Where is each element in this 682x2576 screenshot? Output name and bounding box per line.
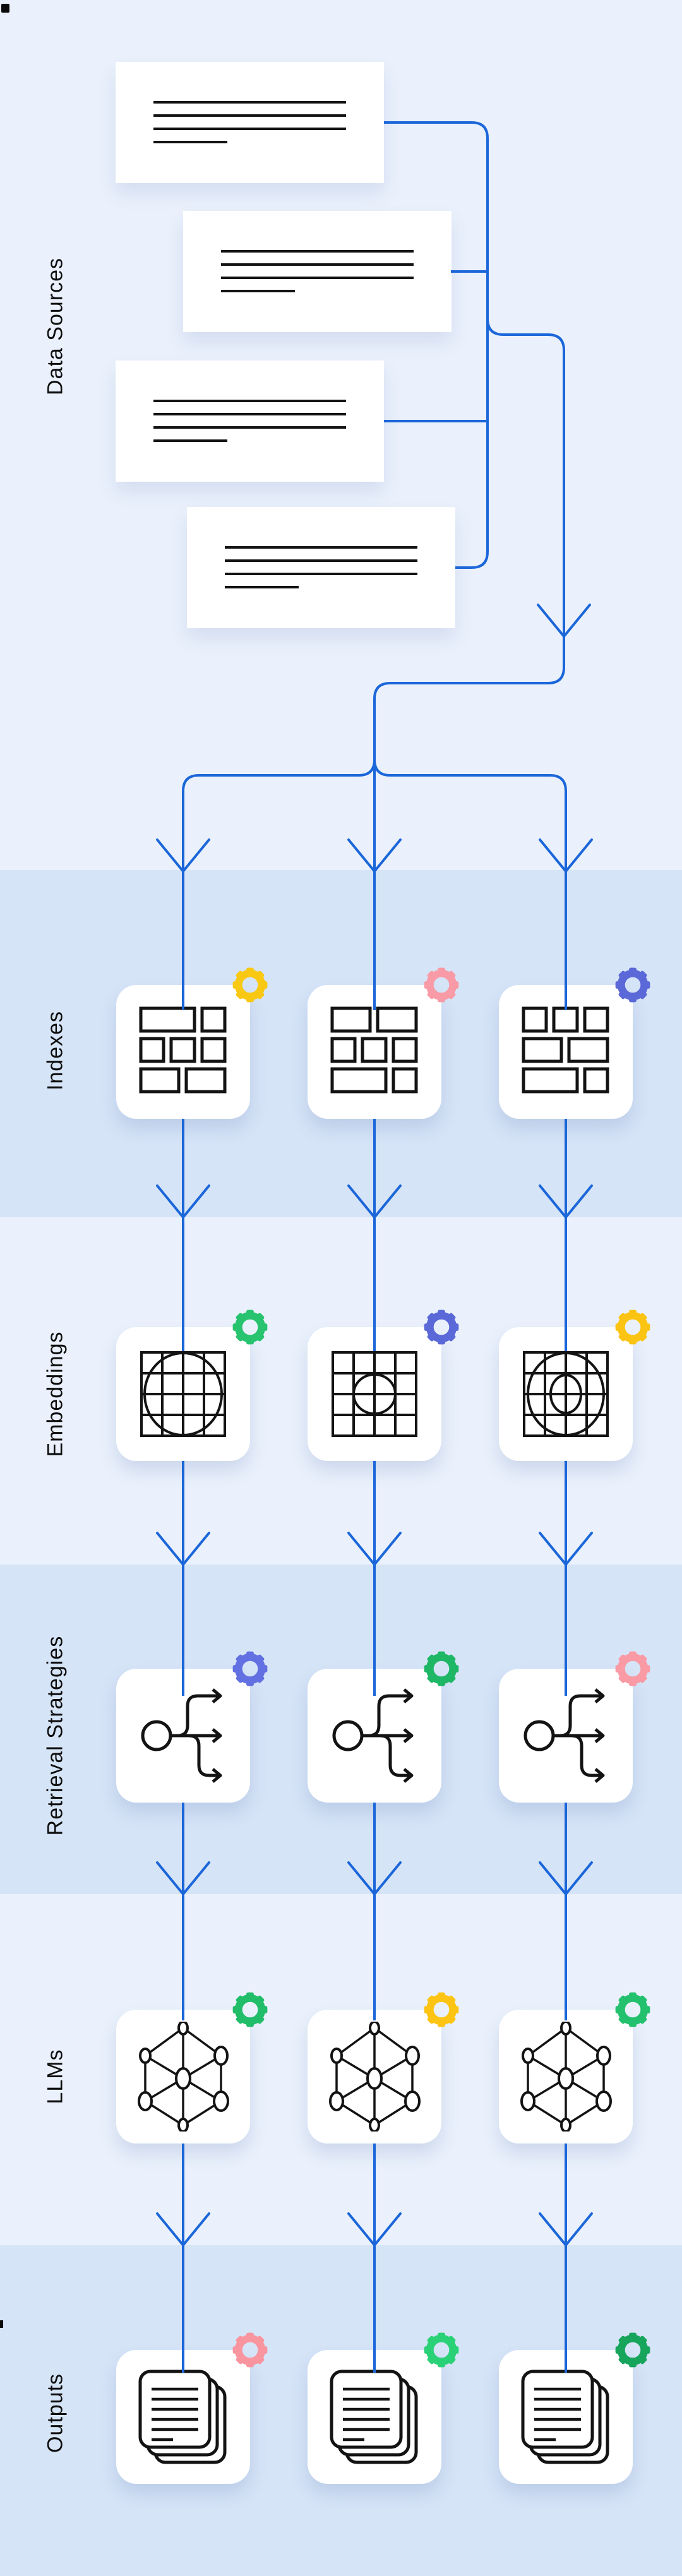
indexes-card-2 <box>308 967 459 1119</box>
data-source-card-1 <box>116 62 384 183</box>
gear-badge-icon <box>230 965 270 1005</box>
section-label-embeddings: Embeddings <box>43 1331 68 1457</box>
document-text-skeleton-icon <box>221 263 414 266</box>
document-text-skeleton-icon <box>153 101 346 104</box>
indexes-card-3 <box>499 967 650 1119</box>
section-label-outputs: Outputs <box>43 2373 68 2454</box>
document-text-skeleton-icon <box>153 413 346 415</box>
network-graph-icon <box>325 2020 424 2135</box>
branch-arrows-icon <box>522 1680 610 1794</box>
document-text-skeleton-icon <box>153 439 227 442</box>
gear-badge-icon <box>422 1649 461 1688</box>
llms-card-1 <box>116 1992 268 2144</box>
outputs-card-2 <box>308 2332 459 2484</box>
layout-blocks-icon <box>139 1006 227 1097</box>
llms-card-3 <box>499 1992 650 2144</box>
llms-card-2 <box>308 1992 459 2144</box>
retrieval-strategies-card-1 <box>116 1651 268 1803</box>
document-text-skeleton-icon <box>153 400 346 402</box>
indexes-card-1 <box>116 967 268 1119</box>
grid-ellipse-icon <box>140 1351 226 1440</box>
document-text-skeleton-icon <box>225 573 417 575</box>
document-text-skeleton-icon <box>153 114 346 117</box>
embeddings-card-1 <box>116 1309 268 1461</box>
corner-mark <box>1 4 9 13</box>
section-label-retrieval-strategies: Retrieval Strategies <box>43 1635 68 1836</box>
embeddings-card-3 <box>499 1309 650 1461</box>
stacked-documents-icon <box>137 2368 229 2468</box>
outputs-card-3 <box>499 2332 650 2484</box>
document-text-skeleton-icon <box>225 586 299 588</box>
gear-badge-icon <box>613 1990 652 2029</box>
document-text-skeleton-icon <box>221 277 414 279</box>
data-source-card-4 <box>187 507 455 628</box>
gear-badge-icon <box>230 1990 270 2029</box>
retrieval-strategies-card-2 <box>308 1651 459 1803</box>
edge-mark <box>0 2320 3 2328</box>
document-text-skeleton-icon <box>153 141 227 143</box>
network-graph-icon <box>517 2020 615 2135</box>
outputs-card-1 <box>116 2332 268 2484</box>
layout-blocks-icon <box>330 1006 418 1097</box>
section-label-data-sources: Data Sources <box>43 258 68 395</box>
gear-badge-icon <box>422 2330 461 2370</box>
data-source-card-3 <box>116 361 384 482</box>
gear-badge-icon <box>230 2330 270 2370</box>
gear-badge-icon <box>230 1649 270 1688</box>
document-text-skeleton-icon <box>221 290 295 292</box>
gear-badge-icon <box>613 1308 652 1347</box>
branch-arrows-icon <box>330 1680 419 1794</box>
gear-badge-icon <box>613 2330 652 2370</box>
gear-badge-icon <box>422 1308 461 1347</box>
gear-badge-icon <box>613 965 652 1005</box>
document-text-skeleton-icon <box>153 128 346 130</box>
data-source-card-2 <box>183 211 452 332</box>
document-text-skeleton-icon <box>153 426 346 429</box>
stacked-documents-icon <box>520 2368 611 2468</box>
embeddings-card-2 <box>308 1309 459 1461</box>
gear-badge-icon <box>422 965 461 1005</box>
stacked-documents-icon <box>328 2368 420 2468</box>
layout-blocks-icon <box>522 1006 609 1097</box>
document-text-skeleton-icon <box>225 546 417 549</box>
section-label-indexes: Indexes <box>43 1010 68 1091</box>
retrieval-strategies-card-3 <box>499 1651 650 1803</box>
document-text-skeleton-icon <box>221 250 414 253</box>
network-graph-icon <box>134 2020 232 2135</box>
branch-arrows-icon <box>139 1680 227 1794</box>
grid-ellipse-icon <box>332 1351 417 1440</box>
gear-badge-icon <box>230 1308 270 1347</box>
grid-ellipse-icon <box>523 1351 609 1440</box>
section-label-llms: LLMs <box>43 2049 68 2104</box>
gear-badge-icon <box>613 1649 652 1688</box>
gear-badge-icon <box>422 1990 461 2029</box>
document-text-skeleton-icon <box>225 559 417 562</box>
